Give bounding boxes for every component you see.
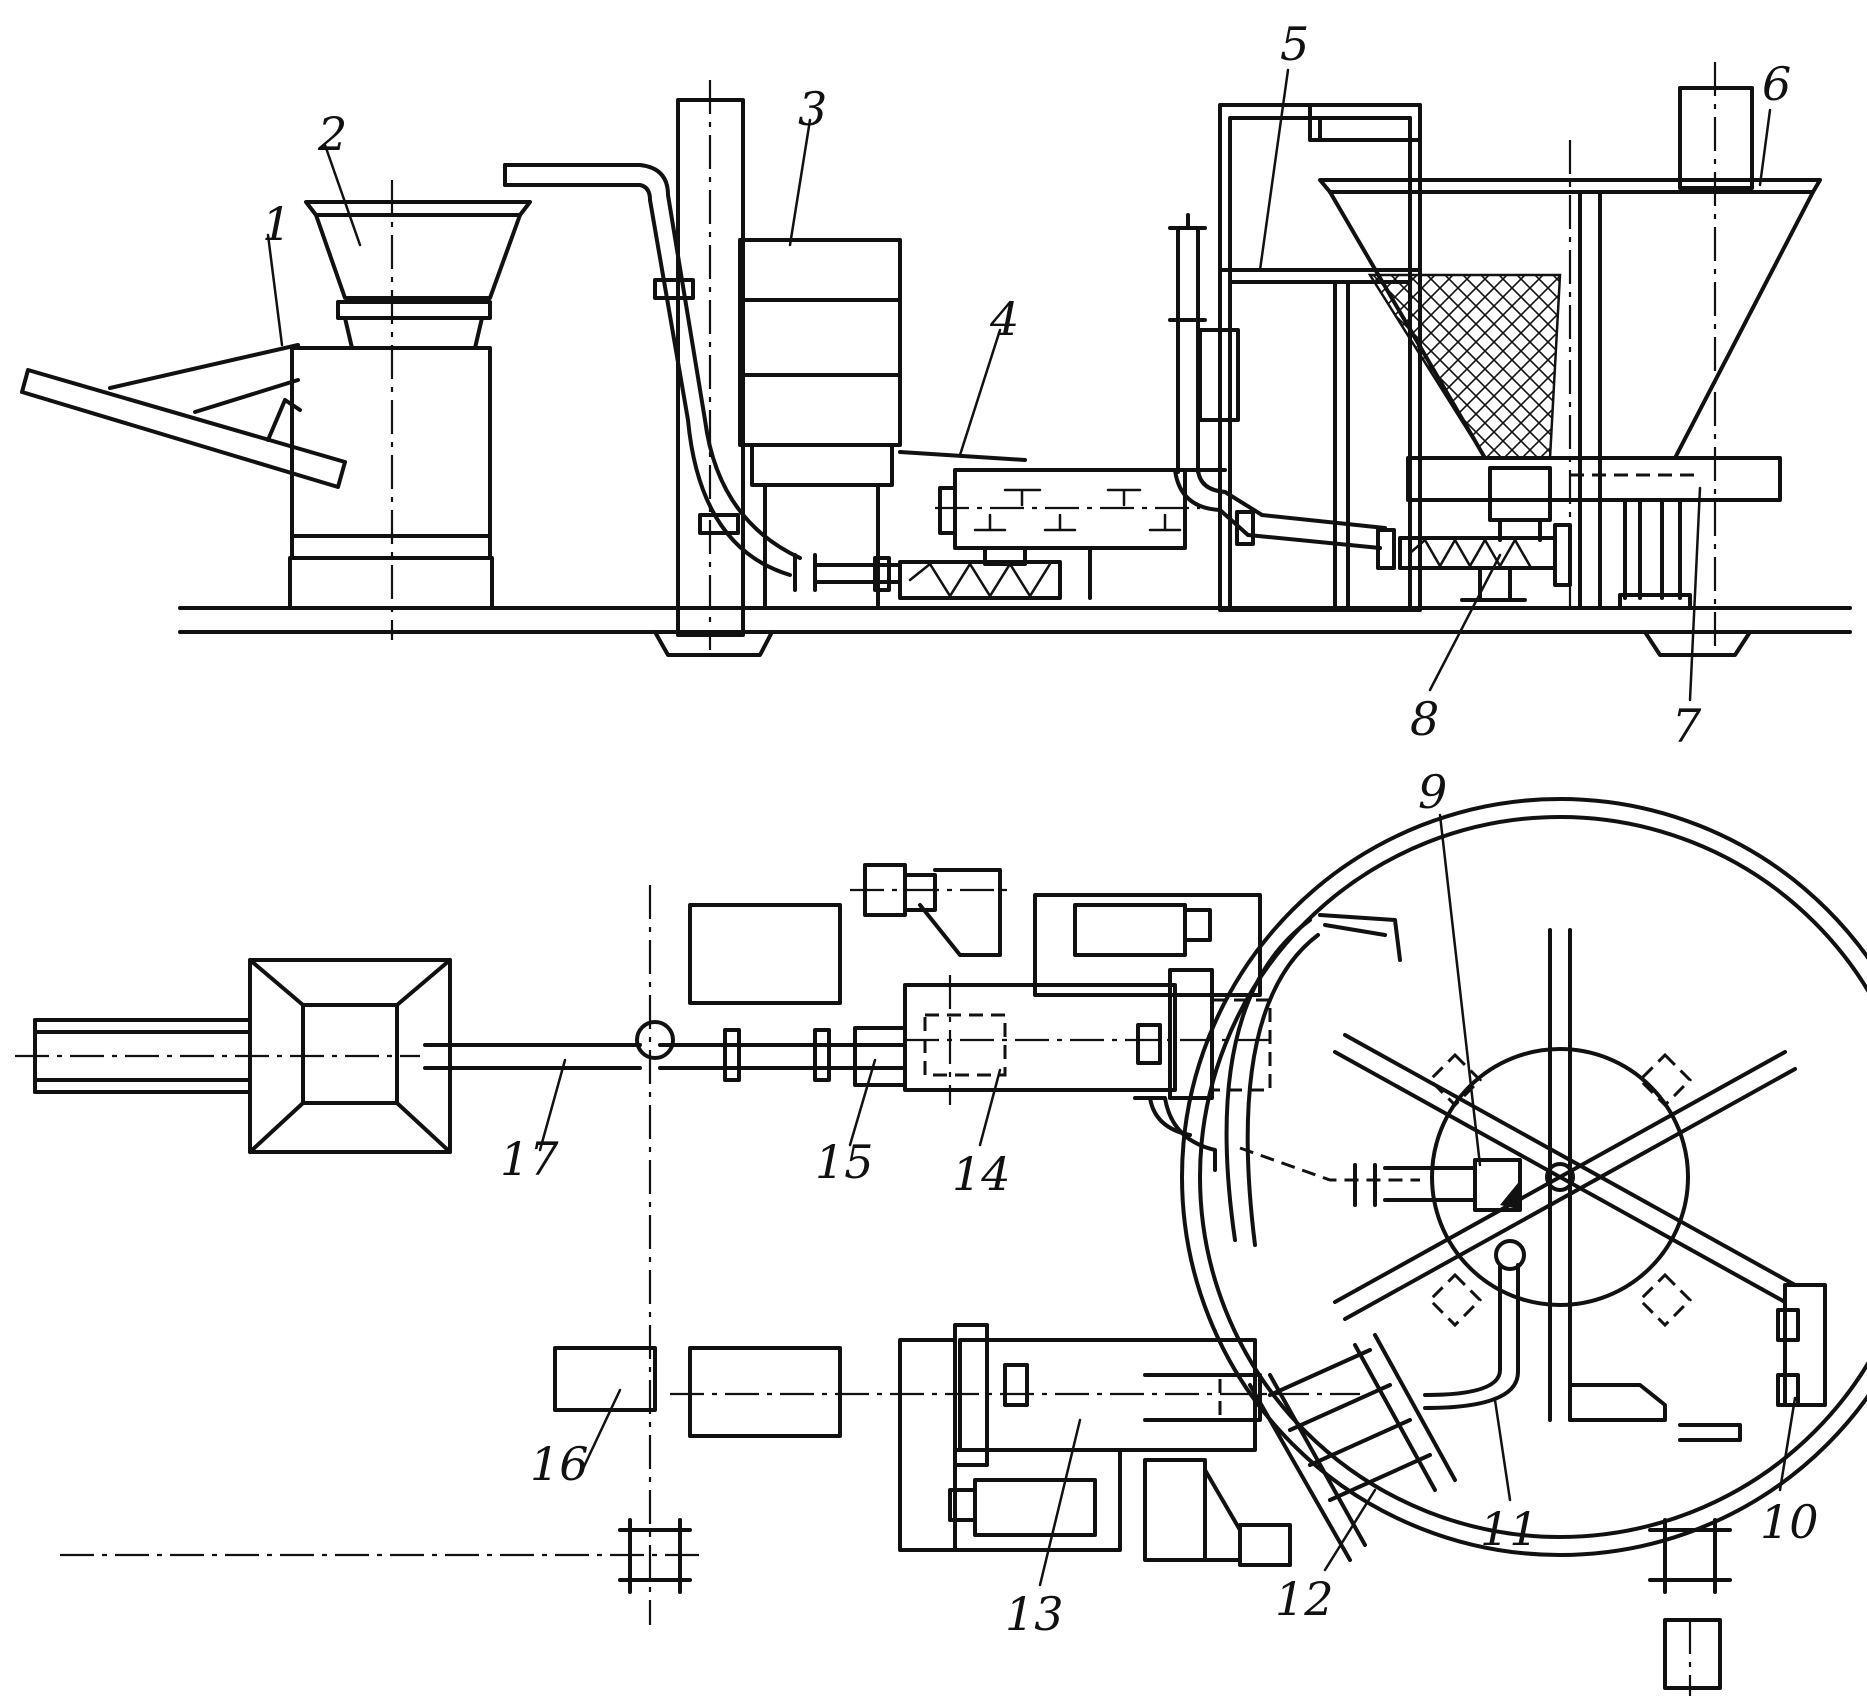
callout-8: 8 xyxy=(1410,692,1439,746)
upper-gearbox xyxy=(1033,893,1262,997)
plan-view xyxy=(15,797,1867,1696)
callout-1: 1 xyxy=(262,197,291,251)
callout-12: 12 xyxy=(1275,1572,1334,1626)
ring-drive xyxy=(1568,1283,1827,1442)
frame-tower xyxy=(1168,103,1422,612)
screw-feed-line xyxy=(1173,468,1572,602)
base-turntable xyxy=(1406,456,1782,610)
lower-cabinet xyxy=(688,1346,842,1438)
callout-14: 14 xyxy=(952,1147,1011,1201)
callout-3: 3 xyxy=(798,82,827,136)
access-stairs xyxy=(1248,1333,1457,1562)
plan-hopper xyxy=(248,958,452,1154)
callout-labels: 1 2 3 4 5 6 7 8 9 10 11 12 13 14 15 16 1… xyxy=(262,17,1819,1641)
callout-2: 2 xyxy=(317,107,347,161)
feed-conveyor xyxy=(15,1018,420,1094)
callout-11: 11 xyxy=(1480,1502,1539,1556)
floor-slab xyxy=(178,606,1852,657)
plan-feed-pipe xyxy=(423,1020,907,1087)
callout-4: 4 xyxy=(989,292,1019,346)
callout-13: 13 xyxy=(1005,1587,1064,1641)
callout-10: 10 xyxy=(1760,1495,1819,1549)
mixer-unit xyxy=(20,180,494,640)
callout-7: 7 xyxy=(1672,699,1702,753)
callout-15: 15 xyxy=(815,1135,874,1189)
callout-9: 9 xyxy=(1418,765,1447,819)
callout-6: 6 xyxy=(1762,57,1791,111)
curved-duct xyxy=(1423,1239,1526,1410)
column-marker-left xyxy=(618,1518,692,1594)
leader-lines xyxy=(266,68,1797,1587)
upper-drive-motor xyxy=(850,863,1010,957)
storage-tanks xyxy=(738,238,902,607)
upper-cabinet xyxy=(688,903,842,1005)
elevation-view xyxy=(20,62,1852,657)
callout-16: 16 xyxy=(530,1437,589,1491)
callout-5: 5 xyxy=(1280,17,1309,71)
delivery-pipe xyxy=(503,163,902,592)
support-column xyxy=(676,80,745,650)
mixing-trough xyxy=(898,450,1227,600)
lower-left-block xyxy=(553,1346,657,1412)
loading-hopper xyxy=(304,200,532,350)
column-marker-right xyxy=(1648,1518,1732,1690)
rotary-carousel xyxy=(1180,797,1867,1557)
lower-extruder xyxy=(898,1323,1292,1567)
callout-17: 17 xyxy=(500,1132,559,1186)
